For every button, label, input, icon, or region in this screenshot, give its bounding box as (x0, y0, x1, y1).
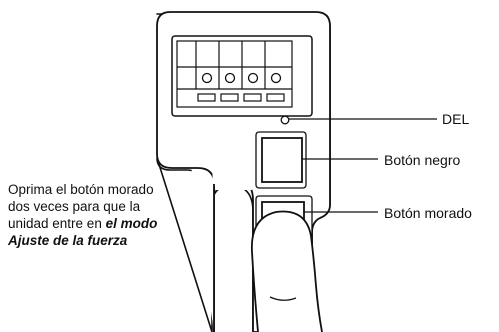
instruction-emphasis-1: el modo (105, 216, 158, 231)
black-button[interactable] (261, 137, 303, 183)
display-panel-inner (176, 40, 293, 108)
black-button-label: Botón negro (384, 152, 461, 168)
indicator-slots (197, 93, 285, 102)
led-label: DEL (442, 111, 470, 127)
instruction-line-2: dos veces para que la (8, 199, 141, 214)
arm-fill (215, 170, 252, 190)
instruction-emphasis-2: Ajuste de la fuerza (8, 233, 128, 248)
led-icon (280, 115, 290, 125)
purple-button-label: Botón morado (384, 205, 472, 221)
thumbnail-crease (269, 296, 297, 301)
instruction-line-3-prefix: unidad entre en (8, 216, 106, 231)
indicator-lights (201, 72, 282, 84)
instruction-text: Oprima el botón morado dos veces para qu… (8, 181, 157, 249)
instruction-line-1: Oprima el botón morado (8, 182, 154, 197)
instruction-line-3: unidad entre en el modo (8, 215, 157, 232)
thumb-illustration (251, 210, 323, 332)
